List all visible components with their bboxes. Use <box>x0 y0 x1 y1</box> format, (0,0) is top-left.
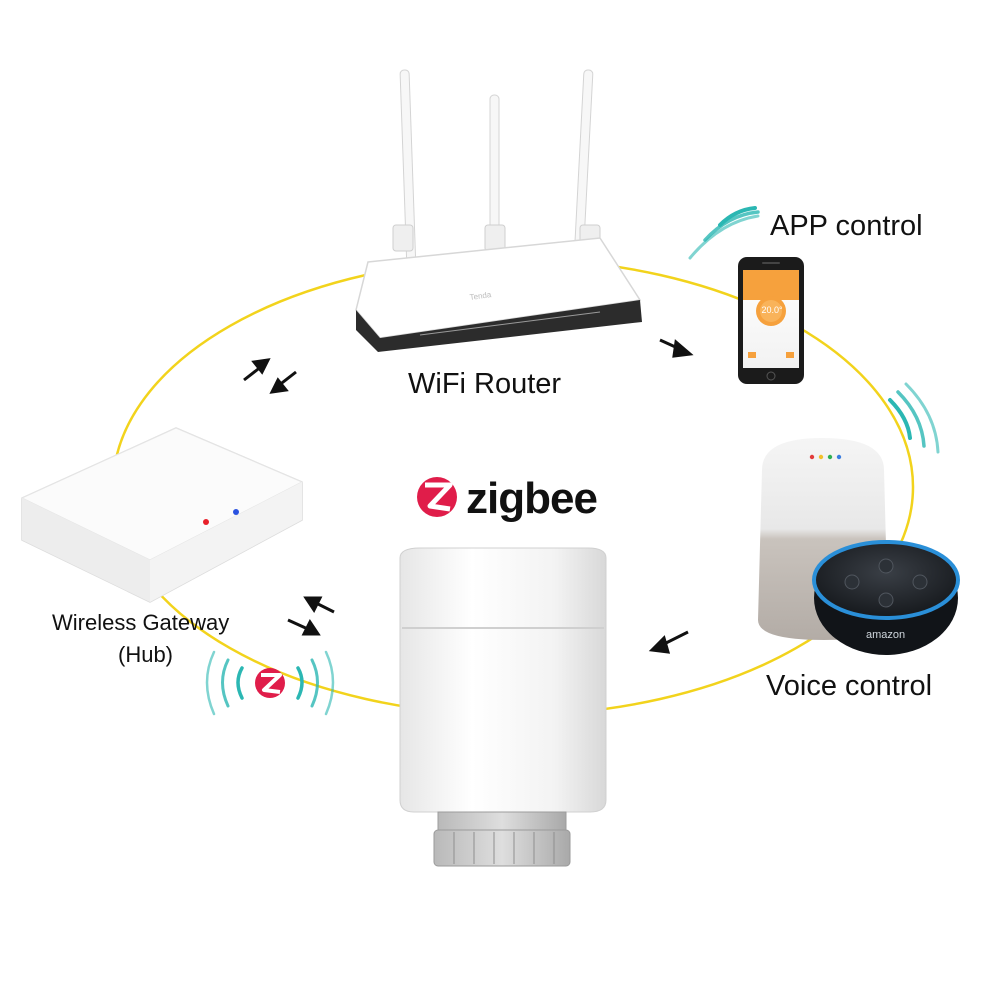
zigbee-logo-icon <box>417 477 457 517</box>
app-control-label: APP control <box>770 210 923 242</box>
gateway-red-led <box>203 519 209 525</box>
router-label: WiFi Router <box>408 368 562 400</box>
zigbee-wordmark: zigbee <box>466 474 598 523</box>
zigbee-badge-icon <box>255 668 285 698</box>
app-temperature-readout: 20.0° <box>761 305 783 315</box>
arrow-icon <box>243 338 694 654</box>
wifi-wave-icon <box>205 206 940 716</box>
gateway-hub-label: (Hub) <box>118 642 174 667</box>
wifi-router: Tenda <box>355 69 642 352</box>
speaker-brand-label: amazon <box>866 629 906 641</box>
gateway-label: Wireless Gateway <box>52 610 230 635</box>
smartphone <box>738 257 804 384</box>
wireless-gateway <box>20 427 304 603</box>
smart-speakers <box>758 438 960 655</box>
svg-text:Tenda: Tenda <box>469 290 492 302</box>
thermostat-valve <box>399 547 607 867</box>
voice-control-label: Voice control <box>766 670 933 702</box>
gateway-blue-led <box>233 509 239 515</box>
